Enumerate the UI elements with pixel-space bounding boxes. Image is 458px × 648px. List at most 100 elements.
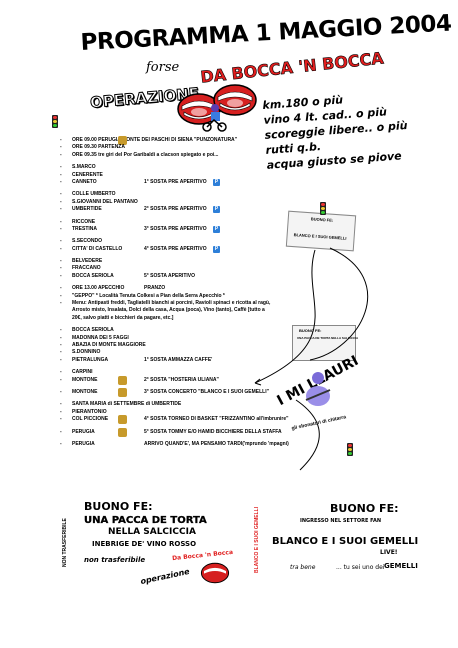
traffic-light-icon bbox=[52, 115, 58, 128]
parking-icon: P bbox=[213, 225, 220, 233]
stop-label: CARPINI bbox=[72, 369, 93, 376]
sosta-label: ARRIVO QUAND'E', MA PENSAMO TARDI('mprun… bbox=[144, 440, 289, 447]
sosta-label: 4° SOSTA TORNEO DI BASKET "FRIZZANTINO a… bbox=[144, 416, 289, 423]
list-dash: - bbox=[60, 334, 62, 341]
list-item: - CITTA' DI CASTELLO 4° SOSTA PRE APERITIV… bbox=[60, 245, 322, 253]
list-dash: - bbox=[60, 440, 62, 447]
stop-label: TRESTINA bbox=[72, 225, 97, 232]
list-item: -CENERENTE bbox=[60, 172, 322, 179]
list-item: - FRACCANO bbox=[60, 265, 322, 272]
stop-label: RICCONE bbox=[72, 218, 96, 225]
sosta-label: 5° SOSTA TOMMY E/O HAMID BICCHIERE DELLA… bbox=[144, 428, 282, 435]
list-dash: - bbox=[60, 388, 62, 395]
list-dash: - bbox=[60, 144, 62, 151]
list-item: 20€, salvo piatti e bicchieri da pagare,… bbox=[60, 315, 322, 322]
list-item: - CARPINI bbox=[60, 369, 322, 376]
stop-label: ORE 13.00 APECCHIO bbox=[72, 285, 125, 292]
stop-label: S.MARCO bbox=[72, 164, 96, 171]
list-dash: - bbox=[60, 376, 62, 383]
checkpoint-icon bbox=[118, 387, 127, 397]
list-dash: - bbox=[60, 206, 62, 213]
sosta-label: 1° SOSTA PRE APERITIVO bbox=[144, 178, 207, 185]
stop-label: CITTA' DI CASTELLO bbox=[72, 245, 123, 252]
list-item: -S.GIOVANNI DEL PANTANO bbox=[60, 199, 322, 206]
sosta-label: 1° SOSTA AMMAZZA CAFFE' bbox=[144, 356, 213, 363]
list-dash: - bbox=[60, 327, 62, 334]
list-item: -ORE 09.35 tre giri del Por Garibaldi a … bbox=[60, 152, 322, 159]
list-dash: - bbox=[60, 272, 62, 279]
list-dash: - bbox=[60, 349, 62, 356]
list-dash: - bbox=[60, 245, 62, 252]
live-label: LIVE! bbox=[380, 549, 398, 556]
list-dash: - bbox=[60, 164, 62, 171]
buono-line: non trasferibile bbox=[84, 556, 146, 564]
list-item: - "GEPPO" * Località Tenuta Colkesi a Pia… bbox=[60, 293, 322, 300]
stop-label: ORE 09.00 PERUGIA MONTE DEI PASCHI DI SI… bbox=[72, 137, 238, 143]
tra-label: tra bene bbox=[290, 564, 316, 571]
tu-label: ... tu sei uno dei bbox=[336, 564, 385, 571]
stop-label: Menu: Antipasti freddi, Tagliatelli bian… bbox=[72, 300, 271, 307]
list-dash: - bbox=[60, 369, 62, 376]
stop-label: "GEPPO" * Località Tenuta Colkesi a Pian… bbox=[72, 292, 225, 299]
sosta-label: 4° SOSTA PRE APERITIVO bbox=[144, 245, 207, 252]
list-item: -MADONNA DEI 5 FAGGI bbox=[60, 335, 322, 342]
guitar-player-icon bbox=[305, 372, 331, 406]
list-dash: - bbox=[60, 238, 62, 245]
vertical-label: BLANCO E I SUOI GEMELLI bbox=[254, 506, 260, 573]
parking-icon: P bbox=[213, 245, 220, 253]
list-dash: - bbox=[60, 265, 62, 272]
list-dash: - bbox=[60, 178, 62, 185]
gemelli-small: GEMELLI bbox=[384, 562, 418, 570]
list-dash: - bbox=[60, 137, 62, 143]
list-item: - S.MARCO bbox=[60, 164, 322, 171]
mouth-right-icon bbox=[213, 84, 257, 116]
forse-label: forse bbox=[146, 60, 180, 75]
list-item: -SANTA MARIA di SETTEMBRE di UMBERTIDE bbox=[60, 401, 322, 408]
stop-label: S.GIOVANNI DEL PANTANO bbox=[72, 198, 138, 205]
stop-label: FRACCANO bbox=[72, 265, 101, 272]
stop-label: CANNETO bbox=[72, 178, 97, 185]
buono-title: BUONO FE: bbox=[330, 502, 399, 515]
list-dash: - bbox=[60, 292, 62, 299]
sosta-label: 2° SOSTA "HOSTERIA ULIANA" bbox=[144, 376, 219, 383]
buono-line: NELLA SALCICCIA bbox=[108, 527, 196, 537]
list-item: - PERUGIA ARRIVO QUAND'E', MA PENSAMO TARD… bbox=[60, 441, 322, 448]
stop-label: Arrosto misto, Insalata, Dolci della cas… bbox=[72, 307, 265, 314]
list-item: -PIERANTONIO bbox=[60, 409, 322, 416]
stop-label: PERUGIA bbox=[72, 428, 95, 435]
stop-label: SANTA MARIA di SETTEMBRE di UMBERTIDE bbox=[72, 401, 182, 408]
stop-label: S.SECONDO bbox=[72, 238, 103, 245]
list-item: - PERUGIA 5° SOSTA TOMMY E/O HAMID BICCHIE… bbox=[60, 427, 322, 437]
list-item: - ORE 09.00 PERUGIA MONTE DEI PASCHI DI S… bbox=[60, 136, 322, 145]
list-dash: - bbox=[60, 258, 62, 265]
stop-label: ABAZIA DI MONTE MAGGIORE bbox=[72, 341, 146, 348]
list-dash: - bbox=[60, 341, 62, 348]
list-dash: - bbox=[60, 151, 62, 158]
stop-label: BOCCA SERIOLA bbox=[72, 327, 114, 334]
list-dash: - bbox=[60, 428, 62, 435]
stop-label: BELVEDERE bbox=[72, 258, 103, 265]
parking-icon: P bbox=[213, 178, 220, 186]
list-dash: - bbox=[60, 218, 62, 225]
ingresso-label: INGRESSO NEL SETTORE FAN bbox=[300, 518, 382, 524]
vertical-label: NON TRASFERIBILE bbox=[62, 518, 68, 567]
stop-label: UMBERTIDE bbox=[72, 206, 102, 213]
stop-label: PIETRALUNGA bbox=[72, 356, 109, 363]
list-item: - ABAZIA DI MONTE MAGGIORE bbox=[60, 342, 322, 349]
buono-line: INEBRIGE DE' VINO ROSSO bbox=[92, 540, 197, 548]
list-dash: - bbox=[60, 285, 62, 292]
sosta-label: 5° SOSTA APERITIVO bbox=[144, 272, 195, 279]
list-item: - BOCCA SERIOLA bbox=[60, 327, 322, 334]
stop-label: PERUGIA bbox=[72, 440, 95, 447]
checkpoint-icon bbox=[118, 427, 127, 437]
voucher-card-torta: BUONO FE: UNA PACCA DE TORTA NELLA SALCI… bbox=[292, 325, 358, 361]
list-item: - RICCONE bbox=[60, 219, 322, 226]
sosta-label: 2° SOSTA PRE APERITIVO bbox=[144, 206, 207, 213]
sosta-label: 3° SOSTA CONCERTO "BLANCO E I SUOI GEMEL… bbox=[144, 388, 269, 395]
list-item: -Menu: Antipasti freddi, Tagliatelli bia… bbox=[60, 300, 322, 307]
mouth-left-icon bbox=[177, 93, 221, 125]
